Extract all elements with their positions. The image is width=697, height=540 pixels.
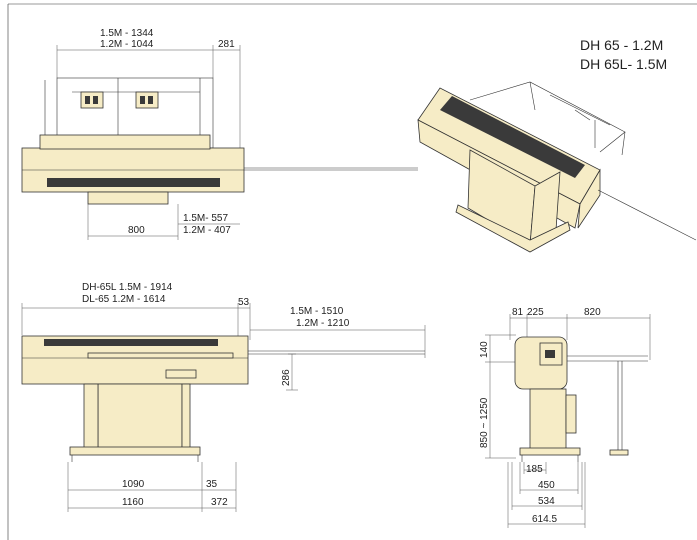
side-h-top: 140 (479, 341, 490, 358)
top-off-12: 1.2M - 407 (183, 225, 231, 236)
side-w1: 81 (512, 307, 524, 318)
side-h-range: 850 ~ 1250 (479, 397, 490, 448)
front-bar-12: 1.2M - 1210 (296, 318, 350, 329)
side-w2: 225 (527, 307, 544, 318)
model-title-line1: DH 65 - 1.2M (580, 37, 663, 53)
top-off-15: 1.5M- 557 (183, 213, 228, 224)
side-b1: 185 (526, 464, 543, 475)
front-feet-right: 372 (211, 497, 228, 508)
top-ext: 281 (218, 39, 235, 50)
front-feet-inner: 1090 (122, 479, 145, 490)
front-gap: 53 (238, 297, 250, 308)
top-len-12: 1.2M - 1044 (100, 39, 154, 50)
top-len-15: 1.5M - 1344 (100, 28, 154, 39)
front-total-65l: DH-65L 1.5M - 1914 (82, 282, 173, 293)
front-feet-side: 35 (206, 479, 218, 490)
front-feet-outer: 1160 (122, 497, 144, 508)
top-base: 800 (128, 225, 145, 236)
front-bar-15: 1.5M - 1510 (290, 306, 344, 317)
front-total-65: DL-65 1.2M - 1614 (82, 294, 166, 305)
side-b2: 450 (538, 480, 555, 491)
isometric-view (417, 81, 697, 253)
side-b4: 614.5 (532, 514, 557, 525)
front-height: 286 (281, 369, 292, 386)
side-w3: 820 (584, 307, 601, 318)
top-view: 1.5M - 1344 1.2M - 1044 281 800 1.5M- 55… (21, 28, 418, 240)
front-view: DH-65L 1.5M - 1914 DL-65 1.2M - 1614 53 … (21, 282, 426, 512)
side-view: 81 225 820 140 850 ~ 1250 (479, 307, 651, 528)
model-title-line2: DH 65L- 1.5M (580, 56, 667, 72)
side-b3: 534 (538, 496, 555, 507)
